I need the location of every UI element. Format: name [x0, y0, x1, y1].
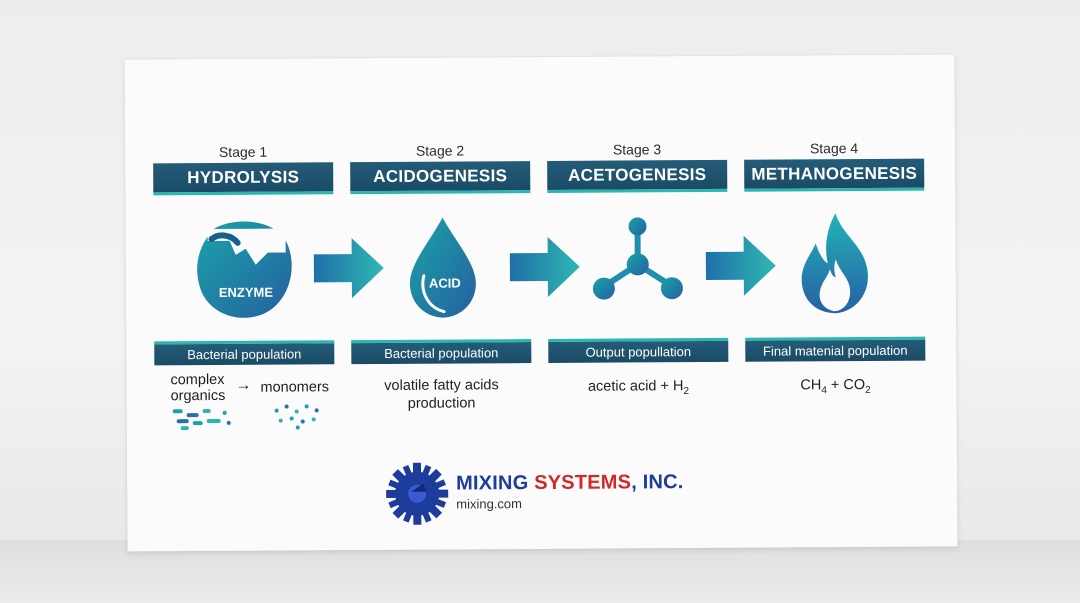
stage-2-description: volatile fatty acids production [351, 376, 531, 413]
stage-2-description-line-1: volatile fatty acids [384, 377, 499, 394]
stage-4-description: CH4 + CO2 [745, 376, 925, 401]
company-name: MIXING SYSTEMS, INC. [456, 471, 684, 495]
stage-3-population-bar: Output popullation [548, 337, 729, 363]
diagram-board: Stage 1 HYDROLYSIS ENZYME Bacterial popu… [124, 54, 958, 552]
company-name-part-1: MIXING [456, 472, 535, 495]
stage-4-description-co-subscript: 2 [865, 384, 871, 396]
organics-particles-icon [172, 409, 231, 431]
stage-4-description-ch: CH [800, 377, 822, 394]
hydrolysis-output: monomers [260, 379, 330, 396]
hydrolysis-input: complex organics [170, 372, 225, 404]
stage-2-population-bar: Bacterial population [351, 339, 532, 365]
stage-4-description-co: + CO [826, 377, 866, 394]
flow-arrow-1 [313, 238, 384, 299]
hydrolysis-input-line-1: complex [170, 371, 225, 389]
flow-arrow-3 [705, 235, 776, 296]
company-name-part-2: SYSTEMS [534, 471, 632, 495]
company-name-part-3: , INC. [631, 471, 684, 494]
acid-label: ACID [429, 275, 461, 290]
stage-3-description: acetic acid + H2 [548, 377, 728, 402]
stage-2-number: Stage 2 [415, 142, 465, 159]
stage-3-description-text: acetic acid + H [587, 378, 684, 395]
stage-2-title: ACIDOGENESIS [350, 161, 531, 195]
stage-4-population-bar: Final matenial population [745, 336, 926, 362]
enzyme-label: ENZYME [219, 285, 274, 300]
stage-1-number: Stage 1 [218, 143, 268, 160]
stage-1-population-bar: Bacterial population [154, 340, 335, 366]
stage-2-description-line-2: production [407, 395, 476, 412]
stage-4-title: METHANOGENESIS [744, 158, 925, 192]
stage-1-title: HYDROLYSIS [153, 162, 334, 196]
acid-drop-icon: ACID [409, 217, 476, 318]
enzyme-icon: ENZYME [197, 221, 292, 318]
stage-3-title: ACETOGENESIS [547, 159, 728, 193]
molecule-icon [592, 217, 683, 300]
gear-icon [386, 462, 449, 525]
hydrolysis-arrow: → [235, 376, 252, 394]
stage-3-description-subscript: 2 [683, 385, 690, 398]
hydrolysis-input-line-2: organics [170, 387, 226, 405]
stage-3-number: Stage 3 [612, 141, 662, 158]
monomers-dots-icon [274, 404, 319, 430]
flame-icon [801, 213, 868, 314]
company-website[interactable]: mixing.com [456, 496, 523, 512]
stage-4-number: Stage 4 [809, 140, 859, 157]
flow-arrow-2 [509, 236, 580, 297]
